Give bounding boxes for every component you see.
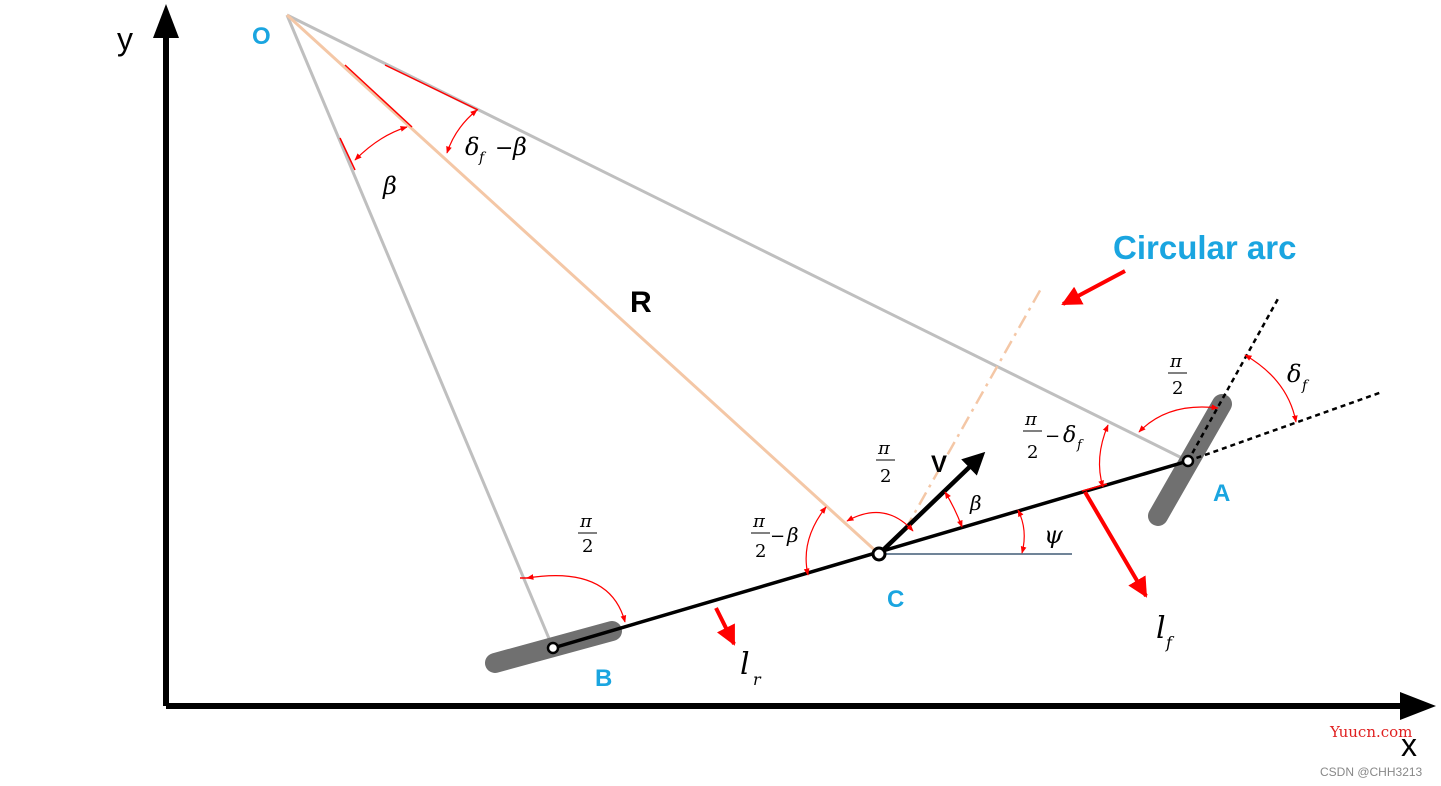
svg-text:−: − [1045, 426, 1060, 447]
lr-pointer [714, 607, 736, 646]
angle-pi-over-2-minus-delta-f: π 2 − δ f [1023, 409, 1084, 463]
watermark-site: Yuucn.com [1329, 723, 1412, 741]
angle-beta-at-O: β [382, 172, 397, 200]
svg-text:δ: δ [1287, 360, 1301, 388]
svg-text:π: π [877, 438, 891, 459]
watermark-author: CSDN @CHH3213 [1320, 765, 1423, 779]
y-axis-label: y [117, 21, 133, 57]
svg-text:β: β [512, 133, 527, 161]
angle-psi: ψ [1044, 521, 1064, 549]
svg-text:π: π [752, 511, 766, 532]
velocity-vector [877, 451, 986, 556]
angle-pi-over-2-at-B: π 2 [578, 511, 597, 557]
radius-line-O-C [285, 13, 881, 556]
angle-beta-at-C: β [969, 491, 982, 515]
radius-label: R [630, 286, 652, 319]
svg-text:β: β [786, 523, 799, 547]
svg-text:l: l [740, 647, 750, 682]
svg-text:f: f [1076, 438, 1084, 453]
point-B-label: B [595, 665, 612, 692]
angle-pi-over-2-minus-beta: π 2 − β [751, 511, 799, 562]
x-axis-arrowhead [1400, 692, 1436, 720]
svg-text:2: 2 [1172, 378, 1183, 399]
point-C-joint [871, 546, 887, 562]
angle-marks [354, 109, 1298, 623]
svg-text:2: 2 [755, 541, 766, 562]
velocity-label: V [931, 451, 947, 478]
svg-text:f: f [1165, 633, 1175, 652]
svg-text:π: π [579, 511, 593, 532]
line-O-B [285, 14, 555, 649]
svg-text:2: 2 [1027, 442, 1038, 463]
lf-pointer [1083, 490, 1148, 598]
body-extension-dotted [1187, 390, 1383, 463]
svg-text:−: − [495, 136, 513, 161]
point-A-label: A [1213, 480, 1230, 507]
right-angle-ticks [339, 64, 1108, 579]
svg-text:π: π [1169, 351, 1183, 372]
point-A-joint [1181, 454, 1195, 468]
line-O-A [286, 13, 1189, 463]
point-C-label: C [887, 586, 904, 613]
svg-text:f: f [478, 150, 487, 166]
svg-text:l: l [1156, 611, 1166, 646]
length-lf-label: l f [1156, 611, 1175, 652]
angle-pi-over-2-at-A: π 2 [1168, 351, 1187, 399]
angle-delta-f-minus-beta: δ f − β [465, 133, 527, 166]
svg-text:−: − [770, 526, 785, 547]
svg-text:2: 2 [582, 536, 593, 557]
angle-delta-f: δ f [1287, 360, 1310, 394]
svg-text:2: 2 [880, 466, 891, 487]
circular-arc-label: Circular arc [1113, 229, 1296, 266]
svg-text:f: f [1301, 378, 1310, 394]
angle-pi-over-2-at-C: π 2 [876, 438, 895, 487]
circular-arc-tangent [903, 286, 1044, 531]
point-O-label: O [252, 23, 271, 50]
length-lr-label: l r [740, 647, 762, 689]
svg-text:δ: δ [465, 133, 479, 161]
point-B-joint [546, 641, 560, 655]
svg-text:δ: δ [1063, 423, 1076, 448]
y-axis-arrowhead [153, 4, 179, 38]
vehicle-body-line [552, 459, 1189, 650]
circular-arc-pointer [1061, 269, 1126, 306]
svg-text:π: π [1024, 409, 1038, 430]
svg-text:r: r [753, 670, 762, 689]
wheel-direction-dotted [1186, 296, 1281, 462]
x-axis-label: x [1401, 727, 1417, 763]
